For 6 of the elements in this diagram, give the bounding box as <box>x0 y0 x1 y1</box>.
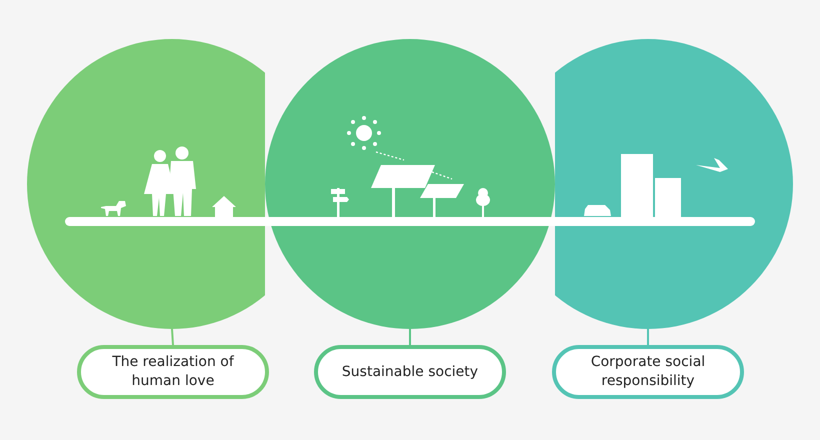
connector-line <box>171 328 174 346</box>
connector-line <box>409 329 411 345</box>
label-pill: Corporate social responsibility <box>552 345 744 399</box>
label-pill: Sustainable society <box>314 345 506 399</box>
label-pill: The realization of human love <box>77 345 269 399</box>
connector-line <box>647 329 649 345</box>
